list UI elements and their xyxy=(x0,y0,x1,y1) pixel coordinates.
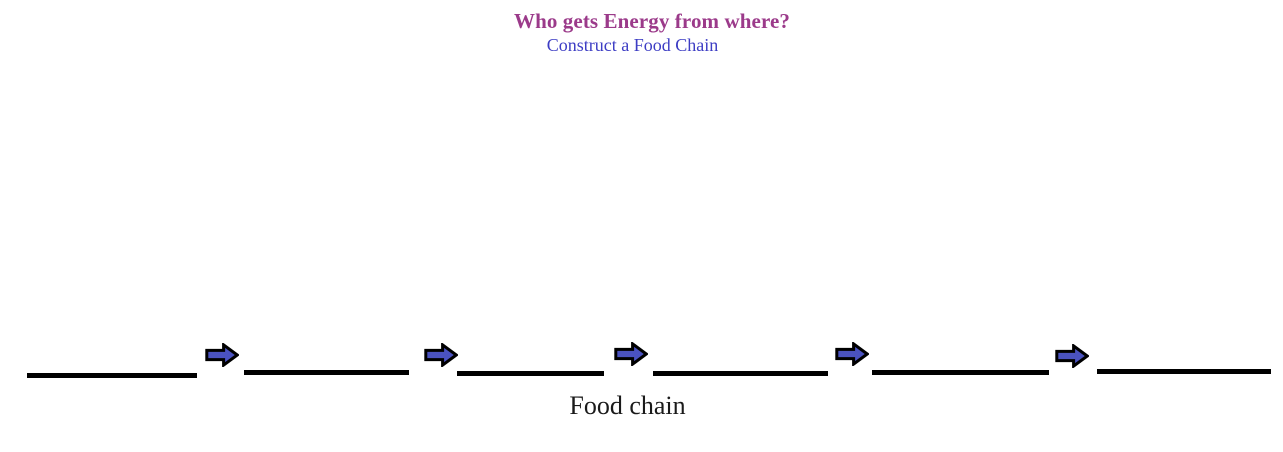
right-arrow-icon xyxy=(1055,344,1089,368)
food-chain-blank-5[interactable] xyxy=(872,370,1049,375)
heading-block: Who gets Energy from where? Construct a … xyxy=(0,8,1283,57)
food-chain-blank-3[interactable] xyxy=(457,371,604,376)
diagram-caption: Food chain xyxy=(0,391,1283,421)
food-chain-diagram xyxy=(0,330,1283,390)
right-arrow-icon xyxy=(614,342,648,366)
right-arrow-icon xyxy=(835,342,869,366)
food-chain-blank-4[interactable] xyxy=(653,371,828,376)
page-title: Who gets Energy from where? xyxy=(513,9,791,33)
food-chain-blank-6[interactable] xyxy=(1097,369,1271,374)
food-chain-blank-1[interactable] xyxy=(27,373,197,378)
right-arrow-icon xyxy=(205,343,239,367)
food-chain-blank-2[interactable] xyxy=(244,370,409,375)
caption-label: Food chain xyxy=(569,391,686,420)
page-subtitle: Construct a Food Chain xyxy=(546,35,719,55)
right-arrow-icon xyxy=(424,343,458,367)
